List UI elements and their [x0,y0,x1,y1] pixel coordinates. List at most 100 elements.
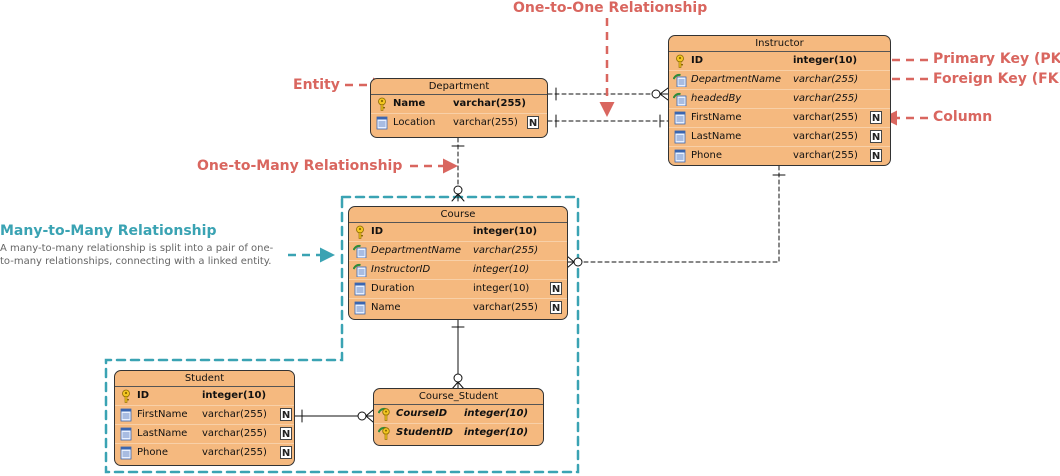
column-icon [673,111,687,125]
column-name: DepartmentName [691,74,782,85]
callout-primary-key: Primary Key (PK) [933,51,1060,67]
column-type: varchar(255) [473,302,538,313]
entity-title: Department [371,79,547,95]
column-icon [375,116,389,130]
nullable-badge: N [550,282,562,295]
entity-column-row[interactable]: StudentID integer(10) [374,424,543,442]
marker-many-course [451,185,465,202]
column-name: FirstName [137,409,188,420]
nullable-badge: N [870,149,882,162]
entity-column-row[interactable]: DepartmentName varchar(255) [669,71,890,90]
column-type: varchar(255) [202,409,267,420]
column-name: LastName [137,428,188,439]
callout-entity: Entity [293,77,340,93]
callout-many-to-many-desc: A many-to-many relationship is split int… [0,243,274,267]
entity-column-row[interactable]: DepartmentName varchar(255) [349,242,567,261]
column-icon [673,149,687,163]
callout-column: Column [933,109,993,125]
column-icon [119,427,133,441]
nullable-badge: N [280,446,292,459]
primary-key-icon [673,54,687,68]
primary-foreign-key-icon [377,426,392,440]
column-type: integer(10) [464,408,529,419]
column-type: integer(10) [464,427,529,438]
primary-key-icon [119,389,133,403]
column-type: varchar(255) [793,74,859,85]
column-name: InstructorID [371,264,431,275]
nullable-badge: N [870,111,882,124]
column-name: StudentID [396,427,453,438]
entity-column-row[interactable]: Name varchar(255) [371,95,547,114]
column-type: varchar(255) [453,98,526,109]
many-to-many-boundary [104,195,580,474]
entity-column-row[interactable]: Phone varchar(255) N [669,147,890,165]
nullable-badge: N [550,301,562,314]
column-name: LastName [691,131,742,142]
nullable-badge: N [870,130,882,143]
column-type: varchar(255) [793,131,858,142]
callout-foreign-key: Foreign Key (FK) [933,71,1060,87]
column-icon [353,282,367,296]
entity-column-row[interactable]: ID integer(10) [669,52,890,71]
relationship-instructor-course [568,165,780,263]
primary-key-icon [353,225,367,239]
column-type: integer(10) [793,55,858,66]
column-name: Location [393,117,436,128]
entity-title: Course_Student [374,389,543,405]
column-type: integer(10) [473,283,530,294]
marker-many-course-student-top [451,373,465,390]
entity-column-row[interactable]: FirstName varchar(255) N [115,406,294,425]
entity-column-row[interactable]: Duration integer(10) N [349,280,567,299]
column-name: headedBy [691,93,742,104]
column-icon [119,446,133,460]
column-type: varchar(255) [453,117,518,128]
column-name: ID [691,55,704,66]
entity-column-row[interactable]: ID integer(10) [349,223,567,242]
column-name: CourseID [396,408,448,419]
column-type: varchar(255) [793,93,859,104]
column-type: varchar(255) [473,245,539,256]
column-name: ID [371,226,384,237]
column-name: Phone [691,150,722,161]
callout-many-to-many-title: Many-to-Many Relationship [0,223,217,239]
column-name: DepartmentName [371,245,462,256]
nullable-badge: N [280,427,292,440]
entity-column-row[interactable]: headedBy varchar(255) [669,90,890,109]
callout-one-to-one: One-to-One Relationship [513,0,708,16]
entity-column-row[interactable]: InstructorID integer(10) [349,261,567,280]
column-icon [673,130,687,144]
foreign-key-icon [672,73,687,88]
column-type: varchar(255) [793,112,858,123]
column-name: Phone [137,447,168,458]
entity-title: Student [115,371,294,387]
column-icon [353,301,367,315]
marker-many-course-instructor [566,255,583,269]
column-type: integer(10) [473,264,530,275]
column-name: Name [371,302,401,313]
entity-column-row[interactable]: CourseID integer(10) [374,405,543,424]
column-name: ID [137,390,150,401]
entity-column-row[interactable]: Name varchar(255) N [349,299,567,317]
column-type: varchar(255) [793,150,858,161]
column-type: integer(10) [473,226,538,237]
entity-column-row[interactable]: LastName varchar(255) N [669,128,890,147]
primary-foreign-key-icon [377,407,392,421]
primary-key-icon [375,97,389,111]
column-name: FirstName [691,112,742,123]
foreign-key-icon [352,244,367,259]
column-name: Duration [371,283,415,294]
column-name: Name [393,98,426,109]
foreign-key-icon [672,92,687,107]
marker-many-instructor [651,87,669,101]
nullable-badge: N [280,408,292,421]
entity-column-row[interactable]: FirstName varchar(255) N [669,109,890,128]
